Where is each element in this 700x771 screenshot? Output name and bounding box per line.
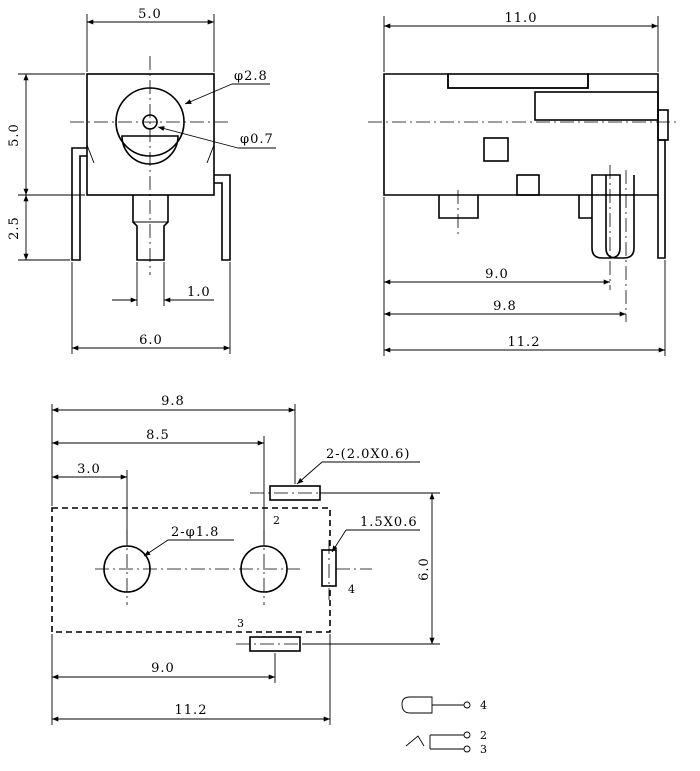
dim-fp-85: 8.5	[146, 428, 170, 443]
side-boss-left	[438, 195, 479, 219]
dim-pin-length: 2.5	[7, 216, 22, 240]
schem-pin-2: 2	[480, 729, 487, 742]
schem-pin-4: 4	[480, 699, 487, 712]
schem-pin-3: 3	[480, 743, 487, 756]
footprint-view: 2 4 3 9.8 8.5 3.0 2-(2.0X0.6) 2-φ1.8 1.5…	[51, 394, 440, 725]
pin-schematic: 4 2 3	[401, 696, 487, 756]
dim-fp-60: 6.0	[417, 557, 432, 581]
jack-cup	[121, 135, 179, 165]
side-tab	[657, 109, 669, 141]
side-top-slot	[447, 73, 589, 89]
front-view: 5.0 5.0 2.5 φ2.8 φ0.7 1.0 6.0	[7, 7, 276, 354]
side-pin-c	[657, 139, 666, 259]
plug-symbol	[401, 696, 433, 714]
side-view: 11.0 9.0 9.8 11.2	[368, 11, 680, 356]
side-boss-right	[578, 195, 592, 219]
front-body	[86, 73, 215, 196]
left-pin	[71, 147, 87, 261]
dim-fp-padside: 1.5X0.6	[360, 515, 418, 530]
dim-side-length: 11.0	[505, 11, 538, 26]
side-step	[534, 91, 659, 121]
dim-fp-90: 9.0	[151, 661, 175, 676]
spring-contact	[405, 735, 425, 747]
dim-front-span: 6.0	[139, 333, 163, 348]
dim-front-height: 5.0	[7, 123, 22, 147]
terminal-2	[463, 731, 471, 739]
dim-fp-30: 3.0	[77, 462, 101, 477]
side-pin-a	[591, 174, 621, 259]
side-latch	[516, 174, 540, 196]
pad-label-3: 3	[237, 617, 244, 630]
side-pin-b	[605, 175, 635, 259]
dim-fp-98: 9.8	[161, 394, 185, 409]
dim-fp-112: 11.2	[175, 703, 208, 718]
dim-fp-pads: 2-(2.0X0.6)	[326, 447, 410, 462]
terminal-4	[463, 701, 471, 709]
dim-fp-holes: 2-φ1.8	[171, 525, 219, 540]
dim-side-a: 9.0	[485, 267, 509, 282]
center-lead	[132, 195, 169, 261]
right-pin	[214, 174, 231, 261]
dim-pin-width: 1.0	[187, 285, 211, 300]
dim-pin-dia: φ0.7	[240, 132, 274, 147]
pad-label-4: 4	[348, 583, 355, 596]
dim-hole-dia: φ2.8	[234, 69, 268, 84]
dim-side-c: 11.2	[508, 335, 541, 350]
dim-front-width: 5.0	[138, 7, 162, 22]
side-window	[483, 137, 509, 162]
dim-side-b: 9.8	[493, 299, 517, 314]
pad-label-2: 2	[273, 514, 280, 527]
terminal-3	[463, 745, 471, 753]
